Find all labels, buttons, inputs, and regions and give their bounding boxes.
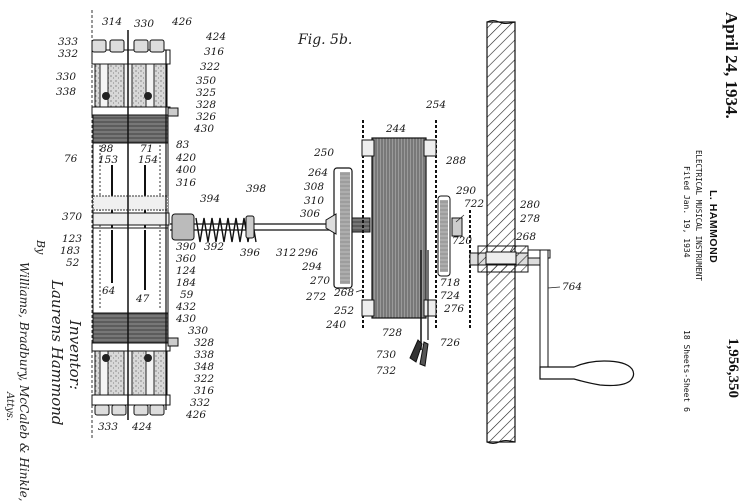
ref-328-bottom: 328 [194, 337, 214, 349]
ref-270: 270 [309, 275, 330, 287]
tone-generator-assembly [91, 10, 179, 440]
ref-312: 312 [276, 247, 296, 259]
ref-420: 420 [175, 152, 196, 164]
ref-184: 184 [176, 277, 196, 289]
ref-350: 350 [196, 75, 216, 87]
ref-296: 296 [297, 247, 318, 259]
leader-lines [355, 214, 561, 317]
ref-52: 52 [66, 257, 80, 269]
ref-250: 250 [313, 147, 334, 159]
ref-348: 348 [194, 361, 214, 373]
ref-728: 728 [382, 327, 402, 339]
ref-390: 390 [176, 241, 196, 253]
ref-394: 394 [200, 193, 220, 205]
ref-338: 338 [56, 86, 76, 98]
ref-424: 424 [205, 31, 226, 43]
ref-290: 290 [455, 185, 476, 197]
ref-240: 240 [325, 319, 346, 331]
ref-316-mid: 316 [176, 177, 196, 189]
ref-278: 278 [519, 213, 540, 225]
ref-764: 764 [562, 281, 582, 293]
ref-722: 722 [464, 198, 484, 210]
ref-322-bottom: 322 [194, 373, 214, 385]
ref-333-bottom: 333 [98, 421, 118, 433]
ref-71: 71 [140, 143, 153, 155]
ref-730: 730 [376, 349, 396, 361]
ref-396: 396 [240, 247, 260, 259]
ref-264: 264 [307, 167, 328, 179]
ref-254: 254 [425, 99, 446, 111]
ref-124: 124 [176, 265, 196, 277]
ref-726: 726 [440, 337, 460, 349]
drive-shaft-assembly [170, 213, 360, 243]
ref-308: 308 [304, 181, 324, 193]
ref-88: 88 [100, 143, 114, 155]
ref-392: 392 [204, 241, 224, 253]
ref-432: 432 [175, 301, 196, 313]
ref-154: 154 [138, 154, 158, 166]
ref-288: 288 [445, 155, 466, 167]
ref-333: 333 [58, 36, 78, 48]
ref-64: 64 [102, 285, 115, 297]
motor-drum [361, 120, 437, 367]
ref-294: 294 [301, 261, 322, 273]
ref-326: 326 [196, 111, 216, 123]
ref-430-bottom: 430 [175, 313, 196, 325]
ref-330: 330 [56, 71, 76, 83]
ref-332-bottom: 332 [190, 397, 210, 409]
ref-268-right: 268 [515, 231, 536, 243]
ref-370: 370 [62, 211, 82, 223]
ref-83: 83 [176, 139, 190, 151]
ref-322: 322 [200, 61, 220, 73]
ref-314: 314 [102, 16, 122, 28]
ref-325: 325 [196, 87, 216, 99]
ref-123: 123 [62, 233, 82, 245]
reference-numerals: 333 332 330 338 314 330 426 424 316 322 … [56, 16, 582, 433]
ref-153: 153 [98, 154, 118, 166]
ref-244: 244 [385, 123, 406, 135]
ref-426: 426 [171, 16, 192, 28]
ref-330-bottom: 330 [188, 325, 208, 337]
ref-47: 47 [135, 293, 150, 305]
wall-section [486, 20, 516, 444]
ref-718: 718 [440, 277, 460, 289]
ref-268: 268 [333, 287, 354, 299]
crank-handle [527, 249, 635, 387]
ref-720: 720 [452, 235, 472, 247]
ref-272: 272 [305, 291, 326, 303]
ref-330-top: 330 [134, 18, 154, 30]
ref-424-bottom: 424 [131, 421, 152, 433]
ref-426-bottom: 426 [185, 409, 206, 421]
ref-398: 398 [246, 183, 266, 195]
ref-338-bottom: 338 [194, 349, 214, 361]
ref-252: 252 [333, 305, 354, 317]
ref-430: 430 [193, 123, 214, 135]
ref-183: 183 [60, 245, 80, 257]
figure-label: Fig. 5b. [298, 32, 353, 48]
ref-280: 280 [519, 199, 540, 211]
ref-724: 724 [440, 290, 460, 302]
ref-276: 276 [443, 303, 464, 315]
ref-328: 328 [196, 99, 216, 111]
ref-59: 59 [180, 289, 194, 301]
ref-732: 732 [376, 365, 396, 377]
patent-drawing: 333 332 330 338 314 330 426 424 316 322 … [56, 10, 635, 444]
flywheel-disc [325, 167, 371, 289]
ref-76: 76 [64, 153, 78, 165]
ref-332: 332 [58, 48, 78, 60]
ref-360: 360 [176, 253, 196, 265]
ref-316: 316 [204, 46, 224, 58]
ref-400: 400 [175, 164, 196, 176]
ref-306: 306 [300, 208, 320, 220]
ref-316-bottom: 316 [194, 385, 214, 397]
ref-310: 310 [304, 195, 324, 207]
